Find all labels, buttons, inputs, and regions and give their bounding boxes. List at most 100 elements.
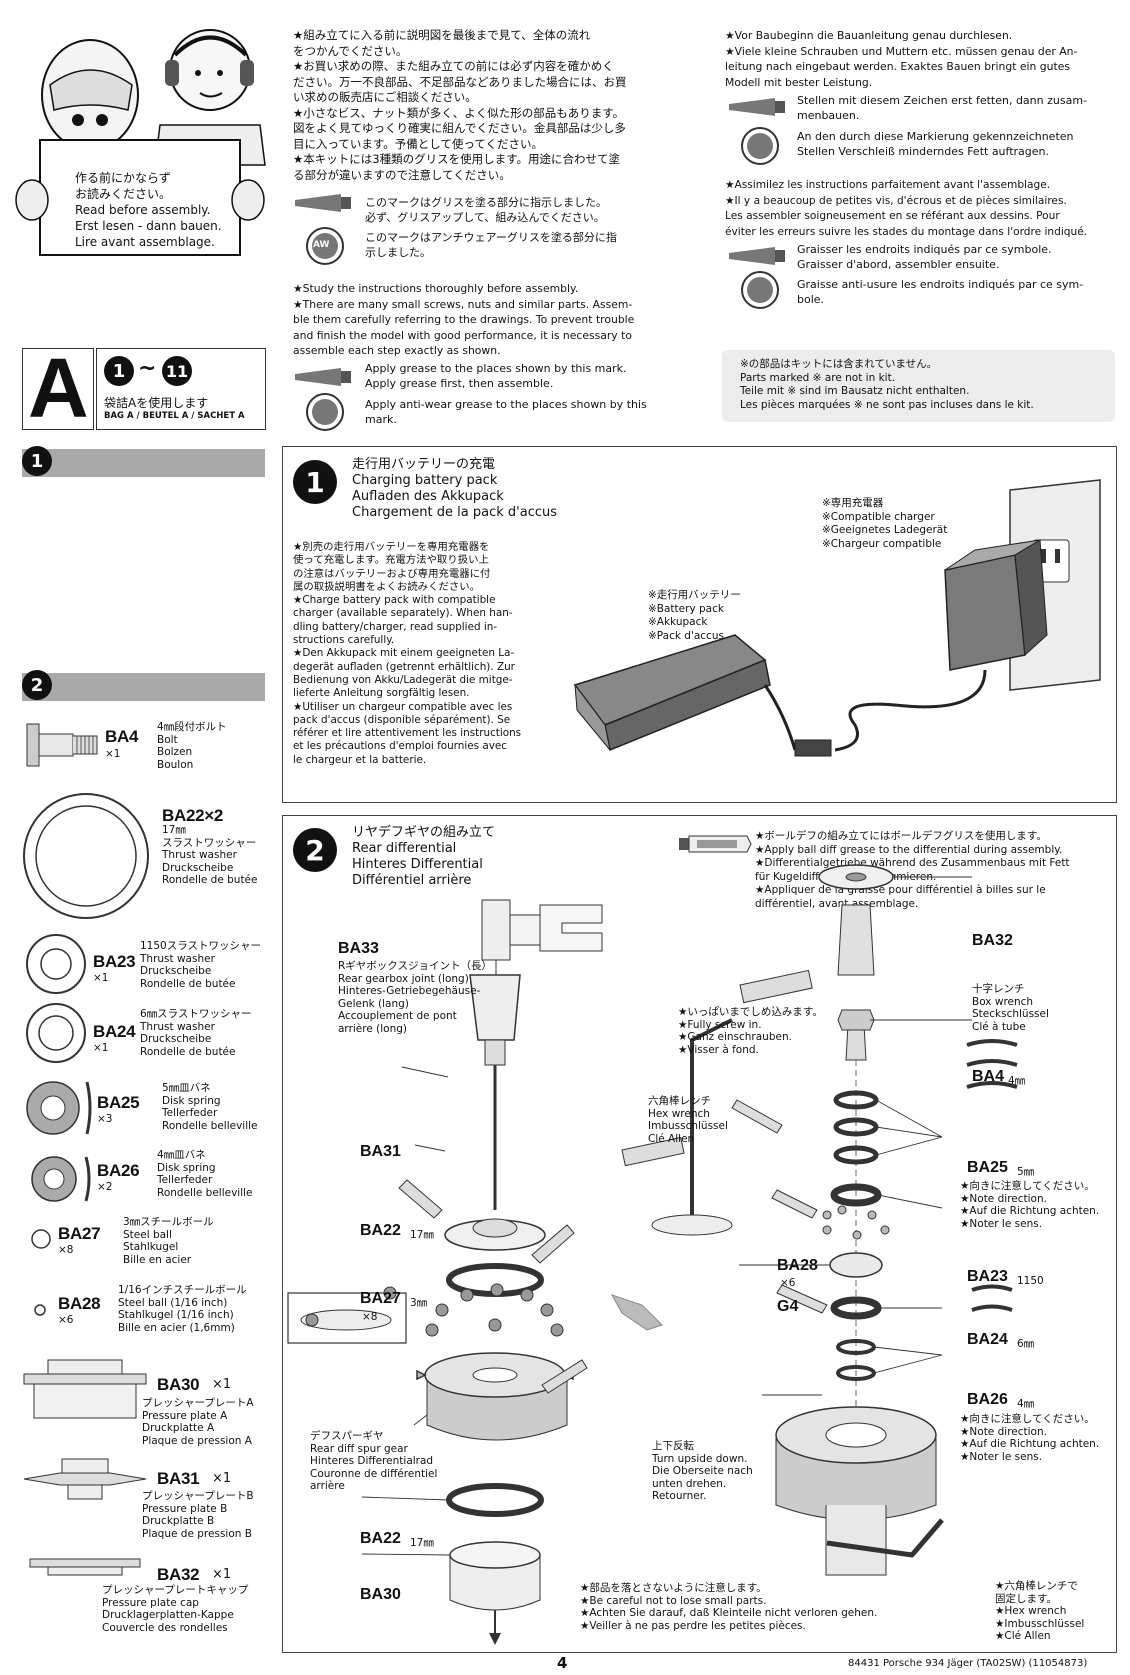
- rear-diff-exploded-diagram: [287, 864, 1018, 1645]
- step2-title: リヤデフギヤの組み立て Rear differential Hinteres D…: [352, 825, 496, 888]
- ba25-size: 5㎜: [1017, 1166, 1035, 1178]
- english-notes: ★Study the instructions thoroughly befor…: [293, 282, 635, 357]
- japanese-notes: ★組み立てに入る前に説明図を最後まで見て、全体の流れ をつかんでください。 ★お…: [293, 28, 627, 182]
- direction-note-lower: ★向きに注意してください。 ★Note direction. ★Auf die …: [960, 1413, 1100, 1463]
- ba24-label: BA24: [967, 1331, 1008, 1348]
- grease-tube-icon: [295, 194, 351, 212]
- anti-wear-grease-icon: [306, 393, 344, 431]
- pressure-plate-icon: [23, 1458, 147, 1500]
- ba32-label: BA32: [972, 932, 1013, 949]
- part-code: BA28: [58, 1294, 101, 1313]
- part-name: プレッシャープレートA Pressure plate A Druckplatte…: [142, 1397, 254, 1447]
- ball-diff-grease-tube-icon: [679, 835, 752, 853]
- part-qty: ×8: [58, 1244, 74, 1256]
- disk-spring-icon: [31, 1156, 91, 1202]
- part-name: 5㎜皿バネ Disk spring Tellerfeder Rondelle b…: [162, 1082, 258, 1132]
- part-qty: ×1: [212, 1567, 232, 1582]
- part-code: BA23: [93, 952, 136, 971]
- plate-cap-icon: [29, 1558, 141, 1576]
- part-code: BA31: [157, 1469, 200, 1488]
- ba30-label: BA30: [360, 1586, 401, 1603]
- part-code: BA22×2: [162, 806, 224, 825]
- fr-grease-text: Graisser les endroits indiqués par ce sy…: [797, 243, 1052, 271]
- hex-fix-note: ★六角棒レンチで 固定します。 ★Hex wrench ★Imbusschlüs…: [995, 1580, 1085, 1642]
- ba27-label: BA27: [360, 1290, 401, 1307]
- steel-ball-icon: [31, 1229, 51, 1249]
- box-wrench-label: 十字レンチ Box wrench Steckschlüssel Clé à tu…: [972, 983, 1049, 1033]
- range-tilde: ~: [138, 356, 157, 381]
- disk-spring-icon: [26, 1081, 92, 1135]
- part-code: BA24: [93, 1022, 136, 1041]
- part-code: BA25: [97, 1093, 140, 1112]
- thrust-washer-icon: [23, 793, 149, 919]
- step2-bar: [22, 673, 265, 701]
- range-start-badge: 1: [104, 356, 134, 386]
- step1-title: 走行用バッテリーの充電 Charging battery pack Auflad…: [352, 457, 557, 520]
- aw-mark-text: AW: [313, 240, 330, 250]
- step2-sidebar-badge: 2: [22, 670, 52, 700]
- grease-tube-icon: [295, 368, 351, 386]
- ba22-upper-size: 17㎜: [410, 1229, 434, 1241]
- ba22-lower-size: 17㎜: [410, 1537, 434, 1549]
- jp-grease-text: このマークはグリスを塗る部分に指示しました。 必ず、グリスアップして、組み込んで…: [365, 196, 607, 224]
- part-name: プレッシャープレートB Pressure plate B Druckplatte…: [142, 1490, 254, 1540]
- fr-aw-text: Graisse anti-usure les endroits indiqués…: [797, 278, 1084, 306]
- bag-label: BAG A / BEUTEL A / SACHET A: [104, 411, 245, 421]
- read-before-sign: 作る前にかならず お読みください。 Read before assembly. …: [75, 171, 222, 249]
- ba31-label: BA31: [360, 1143, 401, 1160]
- ba27-qty: ×8: [362, 1311, 378, 1323]
- step1-badge: 1: [293, 460, 337, 504]
- step2-badge: 2: [293, 828, 337, 872]
- part-name: 17㎜ スラストワッシャー Thrust washer Druckscheibe…: [162, 824, 258, 886]
- part-qty: ×1: [93, 972, 109, 984]
- anti-wear-grease-icon: [306, 227, 344, 265]
- model-number: 84431 Porsche 934 Jäger (TA02SW) (110548…: [848, 1658, 1088, 1669]
- ba22-lower-label: BA22: [360, 1530, 401, 1547]
- charger-illustration: [573, 479, 1101, 757]
- ba4-size: 4㎜: [1008, 1075, 1026, 1087]
- german-notes: ★Vor Baubeginn die Bauanleitung genau du…: [725, 29, 1078, 89]
- part-code: BA27: [58, 1224, 101, 1243]
- thrust-washer-icon: [26, 934, 86, 994]
- ba33-label: BA33: [338, 940, 379, 957]
- ba26-label: BA26: [967, 1391, 1008, 1408]
- part-qty: ×1: [212, 1471, 232, 1486]
- not-included-notice: [722, 350, 1115, 422]
- ba28-label: BA28: [777, 1257, 818, 1274]
- bag-range-box: [96, 348, 266, 430]
- battery-label: ※走行用バッテリー ※Battery pack ※Akkupack ※Pack …: [648, 589, 741, 642]
- part-name: 1/16インチスチールボール Steel ball (1/16 inch) St…: [118, 1284, 247, 1334]
- bag-letter: A: [28, 341, 89, 435]
- hex-wrench-label: 六角棒レンチ Hex wrench Imbusschlüssel Clé All…: [648, 1095, 728, 1145]
- anti-wear-grease-icon: [741, 271, 779, 309]
- bolt-icon: [26, 723, 98, 767]
- part-name: 4㎜皿バネ Disk spring Tellerfeder Rondelle b…: [157, 1149, 253, 1199]
- not-included-text: ※の部品はキットには含まれていません。 Parts marked ※ are n…: [740, 358, 1034, 411]
- step1-body: ★別売の走行用バッテリーを専用充電器を 使って充電します。充電方法や取り扱い上 …: [293, 541, 522, 766]
- part-name: 1150スラストワッシャー Thrust washer Druckscheibe…: [140, 940, 262, 990]
- part-code: BA32: [157, 1565, 200, 1584]
- de-aw-text: An den durch diese Markierung gekennzeic…: [797, 130, 1074, 158]
- bag-jp: 袋詰Aを使用します: [104, 396, 209, 410]
- direction-note-upper: ★向きに注意してください。 ★Note direction. ★Auf die …: [960, 1180, 1100, 1230]
- ba25-label: BA25: [967, 1159, 1008, 1176]
- ba23-label: BA23: [967, 1268, 1008, 1285]
- part-qty: ×1: [212, 1377, 232, 1392]
- charger-label: ※専用充電器 ※Compatible charger ※Geeignetes L…: [822, 497, 948, 550]
- page-number: 4: [557, 1654, 568, 1672]
- grease-tube-icon: [729, 98, 785, 116]
- en-grease-text: Apply grease to the places shown by this…: [365, 362, 627, 390]
- g4-label: G4: [777, 1298, 799, 1315]
- part-code: BA4: [105, 727, 139, 746]
- grease-tube-icon: [729, 247, 785, 265]
- jp-aw-text: このマークはアンチウェアーグリスを塗る部分に指 示しました。: [365, 231, 617, 259]
- ba28-qty: ×6: [780, 1277, 796, 1289]
- ba23-size: 1150: [1017, 1275, 1044, 1287]
- part-code: BA30: [157, 1375, 200, 1394]
- bag-letter-box: [22, 348, 94, 430]
- ball-diff-note: ★ボールデフの組み立てにはボールデフグリスを使用します。 ★Apply ball…: [755, 830, 1070, 910]
- ba27-size: 3㎜: [410, 1297, 428, 1309]
- step1-sidebar-badge: 1: [22, 446, 52, 476]
- thrust-washer-icon: [26, 1003, 86, 1063]
- ba22-upper-label: BA22: [360, 1222, 401, 1239]
